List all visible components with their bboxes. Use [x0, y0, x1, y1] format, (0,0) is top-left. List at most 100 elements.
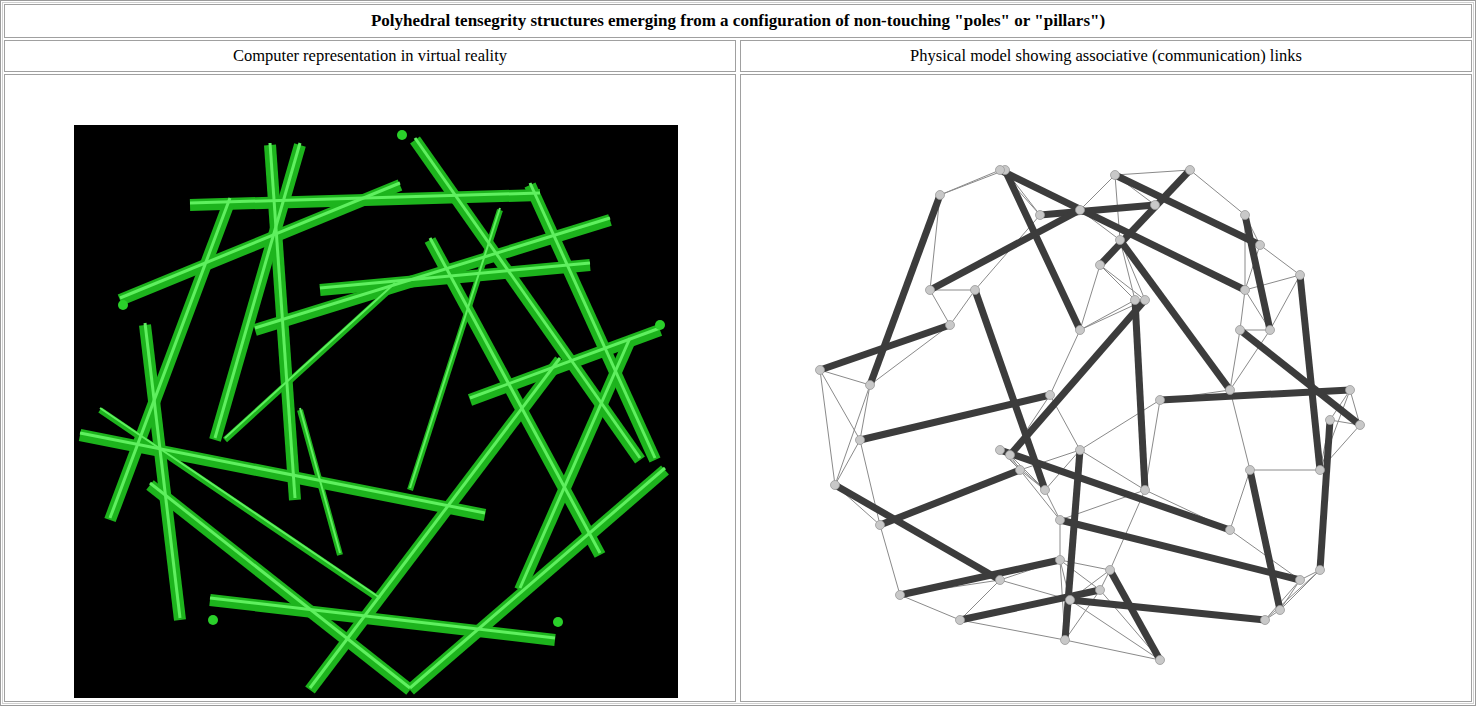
rod-cap	[1076, 326, 1085, 335]
rod-cap	[1296, 576, 1305, 585]
rod-cap	[996, 576, 1005, 585]
rod-cap	[996, 166, 1005, 175]
green-rod	[225, 285, 395, 440]
tension-link	[900, 595, 960, 620]
grey-rod	[1100, 170, 1190, 265]
rod-cap	[1226, 386, 1235, 395]
tension-link	[1280, 580, 1300, 610]
rod-cap	[1141, 486, 1150, 495]
rod-cap	[956, 616, 965, 625]
grey-rod	[870, 195, 940, 385]
rod-cap	[1006, 451, 1015, 460]
tension-link	[835, 440, 860, 485]
rod-cap	[856, 436, 865, 445]
tension-link	[1080, 400, 1160, 450]
rod-cap	[876, 521, 885, 530]
grey-rod	[880, 470, 1020, 525]
tension-link	[1100, 265, 1135, 300]
tension-link	[835, 385, 870, 485]
rod-cap	[1096, 261, 1105, 270]
image-cell	[5, 75, 736, 702]
rod-cap	[926, 286, 935, 295]
grey-rod	[1070, 600, 1265, 620]
rod-cap	[946, 321, 955, 330]
rod-highlight	[215, 143, 300, 438]
rod-highlight	[145, 323, 180, 618]
grey-rod	[820, 325, 950, 370]
rod-highlight	[150, 483, 410, 688]
rod-cap	[1076, 446, 1085, 455]
grey-rod	[1250, 470, 1280, 610]
rod-cap	[831, 481, 840, 490]
tension-link	[1230, 390, 1250, 470]
rod-cap	[896, 591, 905, 600]
tension-link	[1080, 265, 1100, 330]
green-rods	[80, 130, 665, 690]
grey-rod	[1135, 300, 1145, 490]
rod-end	[208, 615, 218, 625]
column-header: Physical model showing associative (comm…	[910, 46, 1302, 66]
rod-end	[397, 130, 407, 140]
tension-link	[1050, 330, 1080, 395]
rod-cap	[1346, 386, 1355, 395]
tension-link	[1250, 470, 1320, 471]
tension-link	[940, 170, 1005, 195]
rod-cap	[1156, 396, 1165, 405]
title-cell	[5, 5, 1472, 38]
green-rod	[410, 470, 665, 690]
grey-rod	[1040, 205, 1155, 215]
rod-end	[655, 320, 665, 330]
rod-highlight	[530, 183, 655, 458]
rod-cap	[1041, 486, 1050, 495]
grey-rod	[900, 560, 1060, 595]
rod-cap	[1141, 296, 1150, 305]
rod-highlight	[410, 468, 665, 688]
header-cell: Physical model showing associative (comm…	[740, 40, 1472, 72]
rod-cap	[1156, 656, 1165, 665]
green-rod	[150, 485, 410, 690]
tension-link	[1240, 290, 1245, 330]
rod-cap	[1076, 206, 1085, 215]
rod-cap	[1226, 526, 1235, 535]
rod-highlight	[100, 408, 380, 598]
rod-cap	[1236, 326, 1245, 335]
rod-highlight	[320, 263, 590, 288]
tension-link	[1045, 490, 1060, 520]
rod-cap	[936, 191, 945, 200]
rod-highlight	[430, 238, 600, 553]
rod-cap	[1056, 516, 1065, 525]
tension-link	[940, 170, 1000, 195]
tension-link	[1270, 275, 1300, 330]
grey-rod	[1110, 570, 1160, 660]
vr-background	[74, 125, 678, 698]
rod-cap	[1061, 636, 1070, 645]
tension-link	[1115, 170, 1190, 175]
rod-highlight	[415, 138, 640, 458]
rod-cap	[1036, 211, 1045, 220]
tension-link	[1060, 520, 1061, 560]
tension-link	[1260, 245, 1300, 275]
grey-rod	[960, 590, 1100, 620]
image-cell	[741, 75, 1472, 702]
rod-cap	[1066, 596, 1075, 605]
tension-link	[820, 370, 835, 485]
rod-cap	[1186, 166, 1195, 175]
rod-cap	[1116, 236, 1125, 245]
header-cell: Computer representation in virtual reali…	[4, 40, 736, 72]
rod-highlight	[470, 328, 660, 398]
tension-link	[860, 385, 870, 440]
rod-cap	[866, 381, 875, 390]
grey-rod	[1240, 330, 1360, 425]
rod-cap	[1131, 296, 1140, 305]
grey-rod	[1320, 420, 1330, 570]
rod-cap	[1241, 286, 1250, 295]
rod-cap	[1356, 421, 1365, 430]
rod-cap	[996, 446, 1005, 455]
rod-cap	[1326, 416, 1335, 425]
rod-highlight	[255, 218, 610, 328]
rod-highlight	[110, 198, 230, 518]
